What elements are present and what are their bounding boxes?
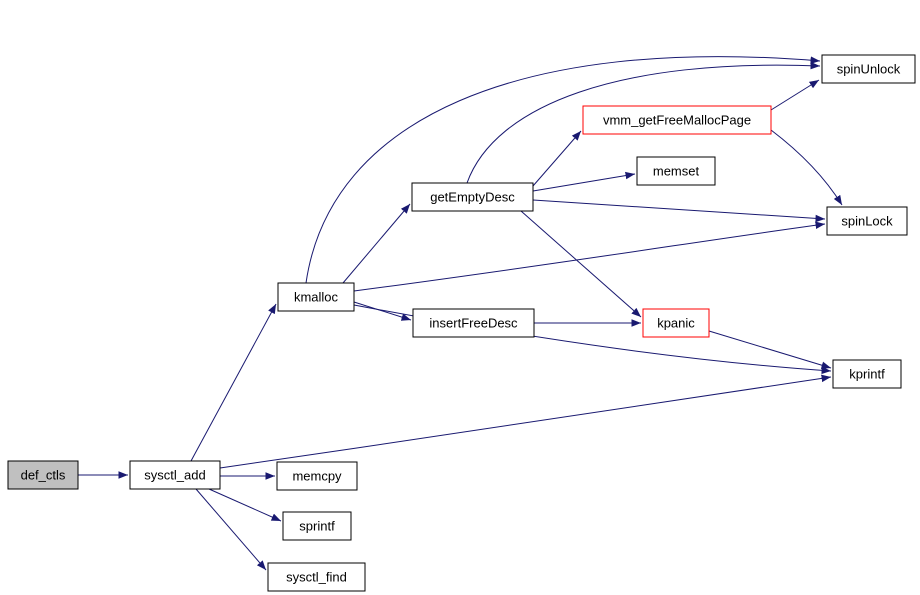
node-box[interactable] — [282, 511, 352, 541]
node-box[interactable] — [826, 206, 908, 236]
node-label: sysctl_add — [144, 468, 205, 483]
edge-sysctl_add-to-kprintf — [219, 374, 832, 469]
edge-sysctl_add-to-sprintf — [208, 488, 282, 522]
edge-vmm_getFreeMallocPage-to-spinLock — [770, 129, 843, 206]
node-box[interactable] — [642, 308, 710, 338]
edge-getEmptyDesc-to-kpanic — [520, 210, 642, 318]
node-box[interactable] — [412, 308, 535, 338]
node-label: kpanic — [657, 316, 695, 331]
node-sysctl_find[interactable]: sysctl_find — [267, 562, 366, 592]
node-box[interactable] — [267, 562, 366, 592]
node-sprintf[interactable]: sprintf — [282, 511, 352, 541]
node-label: getEmptyDesc — [430, 190, 515, 205]
edge-getEmptyDesc-to-spinLock — [532, 199, 826, 223]
node-box[interactable] — [277, 282, 355, 312]
node-box[interactable] — [129, 460, 221, 490]
edge-kpanic-to-kprintf — [708, 330, 832, 369]
node-label: insertFreeDesc — [429, 316, 518, 331]
node-label: sprintf — [299, 519, 335, 534]
node-box[interactable] — [832, 359, 902, 389]
node-spinUnlock[interactable]: spinUnlock — [821, 54, 916, 84]
node-label: kmalloc — [294, 290, 339, 305]
node-label: vmm_getFreeMallocPage — [603, 113, 751, 128]
node-spinLock[interactable]: spinLock — [826, 206, 908, 236]
node-getEmptyDesc[interactable]: getEmptyDesc — [411, 182, 534, 212]
edge-kmalloc-to-spinLock — [353, 221, 826, 292]
edge-vmm_getFreeMallocPage-to-spinUnlock — [770, 79, 820, 111]
node-label: memcpy — [292, 469, 342, 484]
node-box[interactable] — [411, 182, 534, 212]
node-box[interactable] — [821, 54, 916, 84]
node-label: spinUnlock — [837, 62, 901, 77]
edge-getEmptyDesc-to-spinUnlock — [466, 61, 821, 184]
nodes-layer: def_ctls sysctl_add kmalloc getEmptyDesc vmm… — [7, 54, 916, 592]
node-label: kprintf — [849, 367, 885, 382]
node-kpanic[interactable]: kpanic — [642, 308, 710, 338]
node-label: spinLock — [841, 214, 893, 229]
node-def_ctls[interactable]: def_ctls — [7, 460, 79, 490]
edge-kmalloc-to-spinUnlock — [305, 56, 821, 284]
edge-kmalloc-to-insertFreeDesc — [353, 301, 412, 321]
node-label: def_ctls — [21, 468, 66, 483]
node-label: memset — [653, 164, 700, 179]
edge-getEmptyDesc-to-vmm_getFreeMallocPage — [532, 130, 582, 187]
node-kmalloc[interactable]: kmalloc — [277, 282, 355, 312]
node-sysctl_add[interactable]: sysctl_add — [129, 460, 221, 490]
node-box[interactable] — [582, 105, 772, 135]
node-box[interactable] — [7, 460, 79, 490]
node-insertFreeDesc[interactable]: insertFreeDesc — [412, 308, 535, 338]
edge-getEmptyDesc-to-memset — [532, 171, 636, 192]
node-label: sysctl_find — [286, 570, 347, 585]
node-memset[interactable]: memset — [636, 156, 716, 186]
edge-sysctl_add-to-kmalloc — [190, 303, 277, 462]
node-memcpy[interactable]: memcpy — [276, 461, 358, 491]
node-box[interactable] — [636, 156, 716, 186]
node-kprintf[interactable]: kprintf — [832, 359, 902, 389]
edge-kmalloc-to-getEmptyDesc — [342, 203, 411, 284]
node-box[interactable] — [276, 461, 358, 491]
node-vmm_getFreeMallocPage[interactable]: vmm_getFreeMallocPage — [582, 105, 772, 135]
edge-sysctl_add-to-sysctl_find — [195, 488, 267, 571]
